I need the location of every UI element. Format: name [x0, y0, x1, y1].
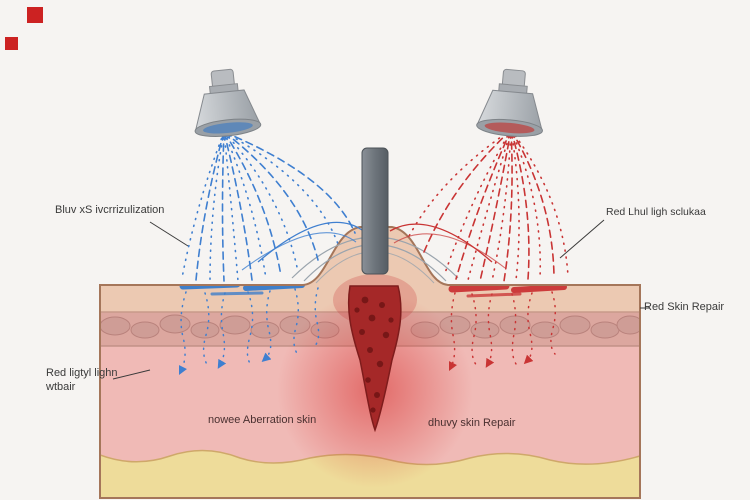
leader-lines	[112, 219, 650, 380]
red-light-beams	[407, 129, 569, 282]
label-bottom-left: nowee Aberration skin	[208, 414, 317, 426]
blue-light-beams	[181, 131, 356, 282]
red-square-marker	[5, 37, 18, 50]
red-surface-streaks	[448, 282, 567, 298]
skin-block-outline	[99, 226, 641, 499]
label-blue-light: Bluv xS ivcrrizulization	[55, 204, 165, 216]
label-red-skin-repair: Red Skin Repair	[644, 301, 725, 313]
blue-light-penetration	[178, 287, 320, 376]
wound-particles	[354, 296, 394, 413]
wound-channel	[347, 285, 402, 433]
label-red-light-repair-line2: wtbair	[46, 380, 76, 393]
label-bottom-right: dhuvy skin Repair	[428, 417, 516, 429]
gray-probe-icon	[361, 147, 389, 275]
label-red-light: Red Lhul ligh sclukaa	[606, 206, 706, 218]
label-red-light-repair-line1: Red ligtyl lighn	[46, 367, 118, 379]
red-light-lamp-icon	[476, 68, 543, 137]
red-square-marker	[27, 7, 43, 23]
red-light-penetration	[448, 291, 556, 372]
label-red-light-repair: Red ligtyl lighn wtbair	[46, 367, 161, 395]
blue-light-lamp-icon	[194, 68, 262, 138]
